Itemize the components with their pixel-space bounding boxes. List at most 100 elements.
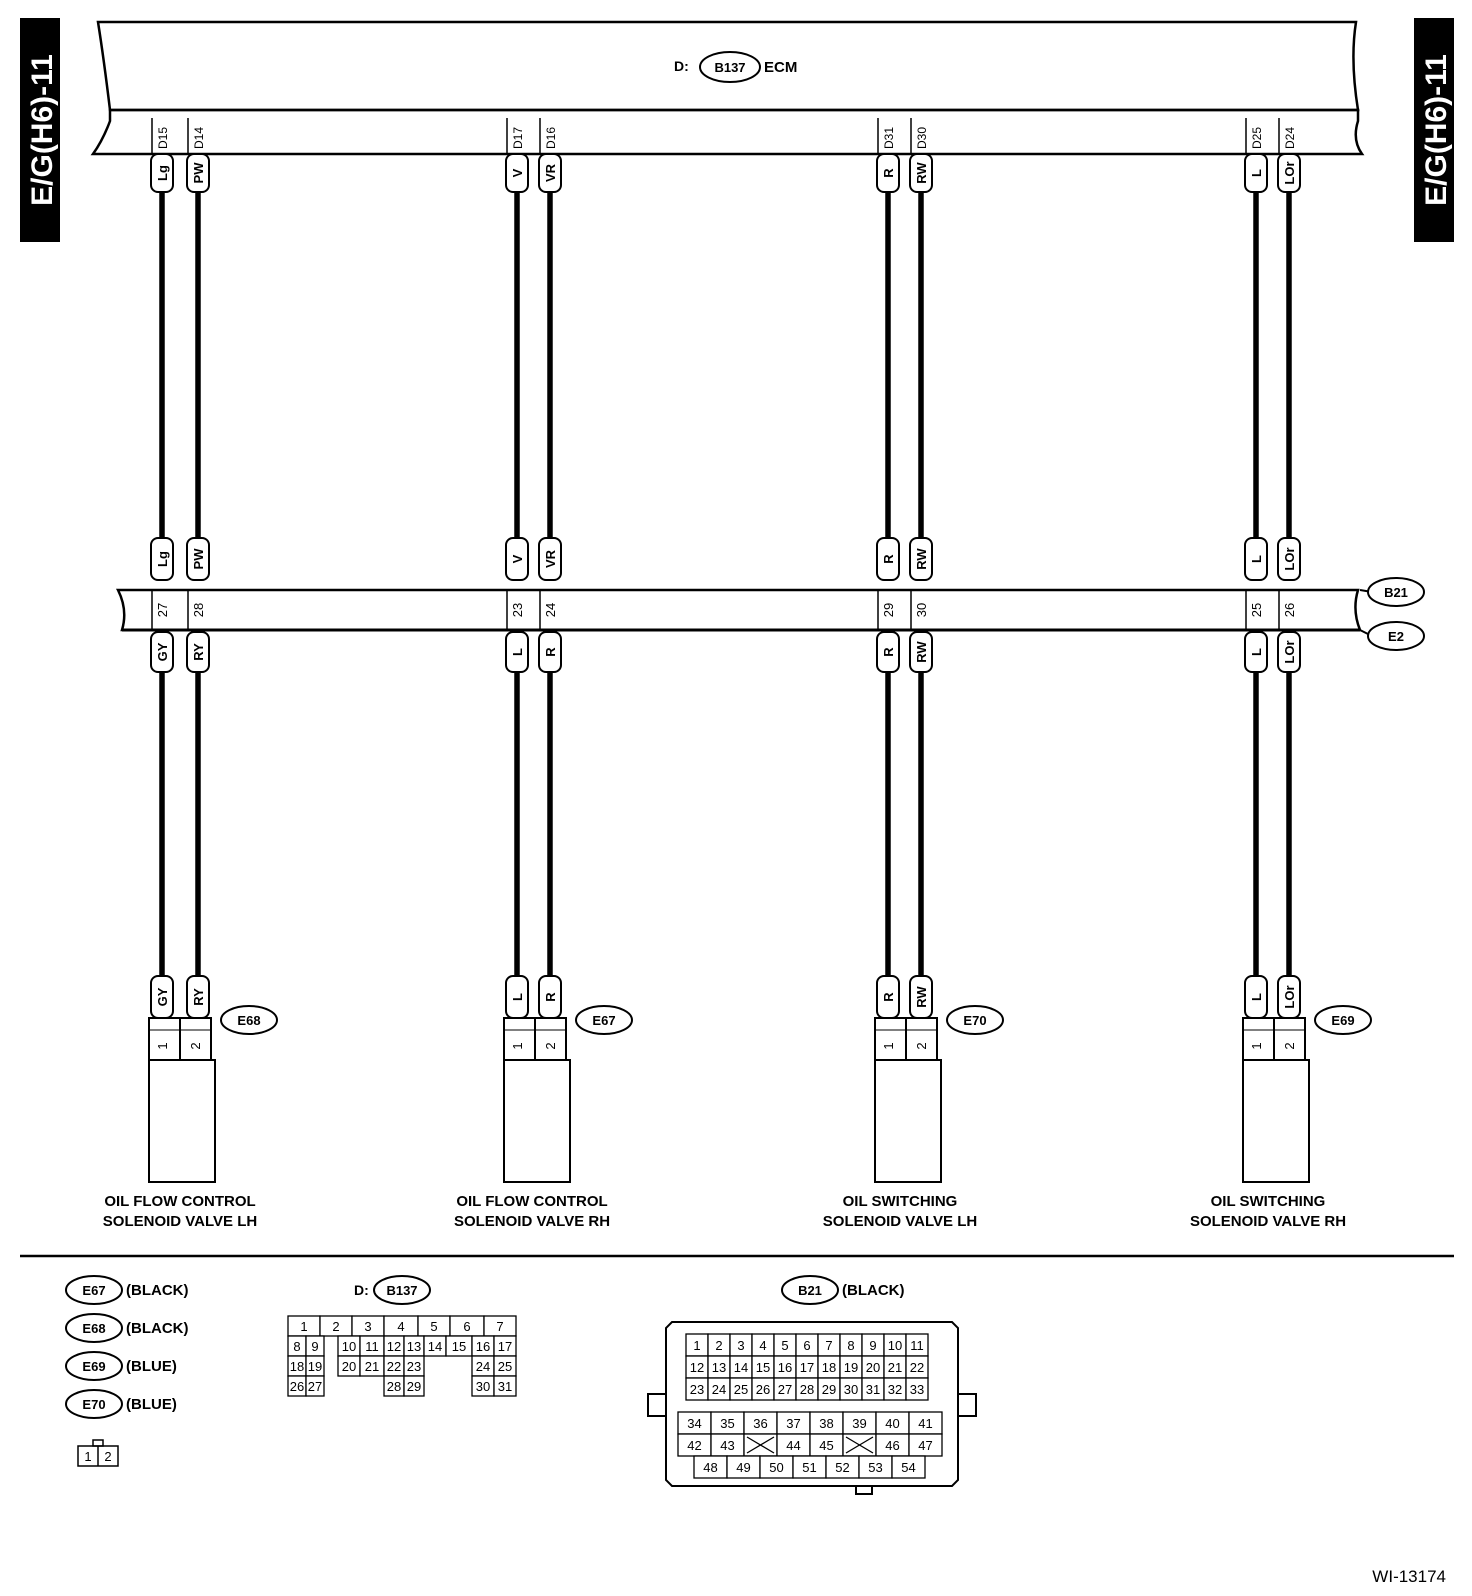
valve-name-line2: SOLENOID VALVE RH	[1190, 1213, 1346, 1230]
b137-pin-number: 21	[365, 1359, 379, 1374]
wire-color-label: R	[543, 992, 558, 1002]
b21-pin-number: 27	[778, 1382, 792, 1397]
wire-color-label: L	[1249, 993, 1264, 1001]
b21-unused-pin-mark	[746, 1436, 775, 1454]
wire-color-tag	[538, 153, 562, 193]
ecm-prefix: D:	[674, 58, 689, 74]
b21-pin-number: 21	[888, 1360, 902, 1375]
b137-pin-number: 12	[387, 1339, 401, 1354]
ecm-pin-label: D31	[882, 127, 896, 149]
wire-color-label: RW	[914, 641, 929, 663]
wire-color-label: GY	[155, 642, 170, 661]
b21-pin-number: 9	[869, 1338, 876, 1353]
b137-pin-number: 29	[407, 1379, 421, 1394]
b21-pin-number: 23	[690, 1382, 704, 1397]
legend-b137-prefix: D:	[354, 1282, 369, 1298]
wire-color-label: V	[510, 168, 525, 177]
ecm-connector-id: B137	[714, 60, 745, 75]
wire-color-tag	[1277, 153, 1301, 193]
valve-pin-1: 1	[1249, 1042, 1264, 1049]
valve-body	[874, 1059, 942, 1183]
wire-color-label: PW	[191, 548, 206, 570]
wire-color-label: GY	[155, 987, 170, 1006]
valve-connector-id: E68	[237, 1013, 260, 1028]
side-tab-left-label: E/G(H6)-11	[26, 54, 59, 206]
b137-pin-number: 19	[308, 1359, 322, 1374]
b21-connector-id: B21	[1384, 585, 1408, 600]
b137-pin-number: 20	[342, 1359, 356, 1374]
wire-color-label: RW	[914, 986, 929, 1008]
b21-pin-number: 25	[734, 1382, 748, 1397]
b21-pin-number: 14	[734, 1360, 748, 1375]
b137-pin-number: 22	[387, 1359, 401, 1374]
b137-pin-number: 1	[300, 1319, 307, 1334]
b21-pin-number: 53	[868, 1460, 882, 1475]
b21-pin-number: 28	[800, 1382, 814, 1397]
valve-connector-badge	[946, 1005, 1004, 1035]
legend-connector-id: E68	[82, 1321, 105, 1336]
wire-color-label: RW	[914, 162, 929, 184]
valve-name-line1: OIL SWITCHING	[1211, 1193, 1326, 1210]
wire-color-tag	[186, 631, 210, 673]
legend-connector-color: (BLACK)	[126, 1320, 188, 1337]
b21-pin-number: 38	[819, 1416, 833, 1431]
legend-connector-item: E70(BLUE)	[65, 1389, 177, 1419]
b21-pin-number: 20	[866, 1360, 880, 1375]
b21-pin-number: 42	[687, 1438, 701, 1453]
legend-connector-color: (BLACK)	[126, 1282, 188, 1299]
b21-pin-label: 26	[1282, 603, 1297, 617]
b21-pin-number: 10	[888, 1338, 902, 1353]
wire-color-label: VR	[543, 163, 558, 182]
b137-pin-number: 3	[364, 1319, 371, 1334]
b21-pin-number: 26	[756, 1382, 770, 1397]
b137-pin-number: 5	[430, 1319, 437, 1334]
b21-pin-number: 48	[703, 1460, 717, 1475]
wire-color-tag	[1244, 631, 1268, 673]
b21-pin-label: 27	[155, 603, 170, 617]
wire-color-tag	[150, 153, 174, 193]
b21-pin-label: 30	[914, 603, 929, 617]
b21-pin-number: 13	[712, 1360, 726, 1375]
wire-color-tag	[186, 537, 210, 581]
wire-color-tag	[150, 631, 174, 673]
b21-pin-number: 17	[800, 1360, 814, 1375]
wire-color-label: RY	[191, 988, 206, 1006]
wire-color-label: RY	[191, 643, 206, 661]
b21-pin-number: 39	[852, 1416, 866, 1431]
wire-color-tag	[876, 537, 900, 581]
legend-b137-badge	[373, 1275, 431, 1305]
legend-b21-id: B21	[798, 1283, 822, 1298]
b137-pin-number: 7	[496, 1319, 503, 1334]
side-tab-right-label: E/G(H6)-11	[1420, 54, 1453, 206]
valve-pin-1: 1	[510, 1042, 525, 1049]
b21-pin-number: 49	[736, 1460, 750, 1475]
b21-pin-number: 54	[901, 1460, 915, 1475]
e2-connector-badge	[1367, 621, 1425, 651]
legend-small-connector: 1 2	[77, 1439, 119, 1467]
wire-color-tag	[1277, 537, 1301, 581]
b21-pin-number: 33	[910, 1382, 924, 1397]
valve-body	[148, 1059, 216, 1183]
b21-pin-number: 44	[786, 1438, 800, 1453]
wire-color-tag	[1244, 537, 1268, 581]
wire-color-tag	[1244, 153, 1268, 193]
ecm-pin-label: D17	[511, 127, 525, 149]
side-tab-right: E/G(H6)-11	[1414, 18, 1454, 242]
legend-small-pin-1: 1	[84, 1449, 91, 1464]
b21-pin-number: 47	[918, 1438, 932, 1453]
wire-color-label: L	[510, 648, 525, 656]
b137-pin-cell	[493, 1375, 517, 1397]
valve-pin-2: 2	[1282, 1042, 1297, 1049]
b137-pin-number: 13	[407, 1339, 421, 1354]
b21-pin-number: 40	[885, 1416, 899, 1431]
b21-pin-number: 36	[753, 1416, 767, 1431]
e2-connector-id: E2	[1388, 629, 1404, 644]
wire-color-label: LOr	[1282, 985, 1297, 1008]
b21-pin-cell	[905, 1377, 929, 1401]
